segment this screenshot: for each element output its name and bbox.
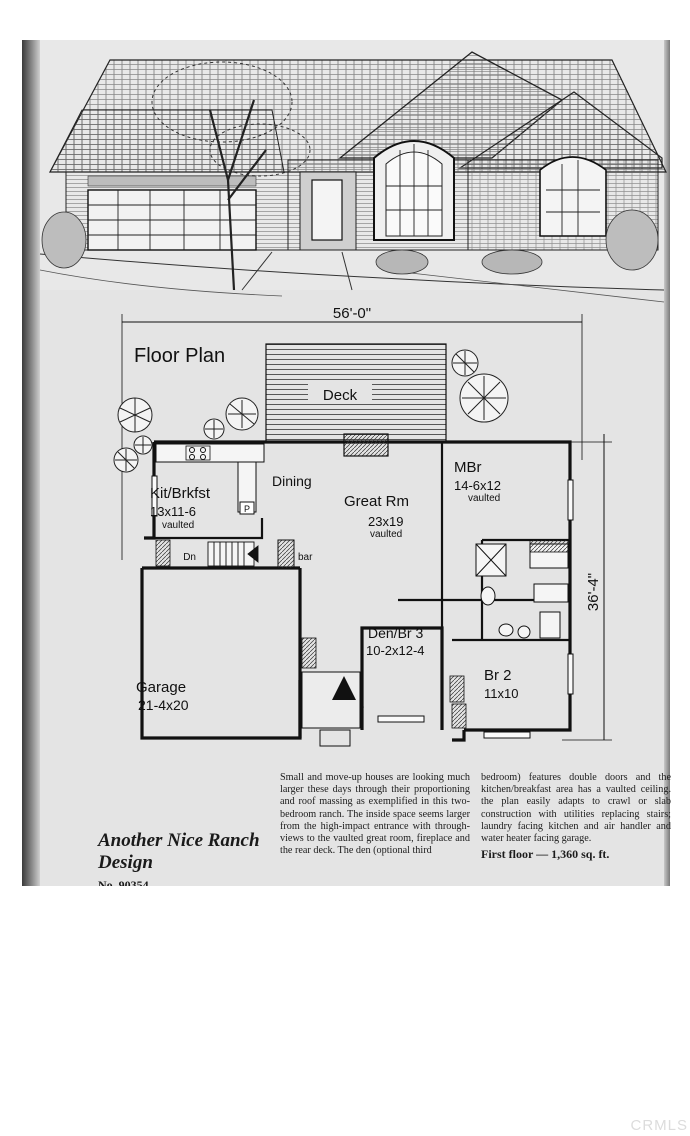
great-room-label: Great Rm (344, 493, 409, 510)
depth-dimension-label: 36'-4" (585, 573, 602, 611)
window-marks (151, 475, 574, 739)
mbr-note: vaulted (468, 493, 500, 504)
great-room-size: 23x19 (368, 514, 403, 529)
plan-tree (113, 349, 509, 473)
plan-number: No. 90354 (98, 878, 149, 886)
great-room-note: vaulted (370, 529, 402, 540)
garage-size: 21-4x20 (138, 697, 189, 713)
front-stoop (319, 729, 351, 747)
bathroom-fixtures (475, 543, 569, 639)
shrub (375, 249, 429, 275)
floor-plan-title: Floor Plan (134, 345, 225, 367)
den-size: 10-2x12-4 (366, 643, 425, 658)
brochure-page-scan: 56'-0" 36'-4" Floor Plan Deck (22, 40, 670, 886)
caption-title-line2: Design (98, 852, 153, 873)
kitchen-note: vaulted (162, 520, 194, 531)
dining-label: Dining (272, 473, 312, 489)
shrub (41, 211, 87, 269)
kitchen-size: 13x11-6 (150, 504, 196, 519)
bar-label: bar (298, 552, 313, 563)
bar-counter (277, 539, 295, 569)
description-column-2-text: bedroom) features double doors and the k… (481, 772, 671, 845)
deck-label: Deck (323, 387, 358, 404)
plan-caption: Another Nice Ranch Design No. 90354 (98, 830, 288, 886)
garage-label: Garage (136, 679, 186, 696)
width-dimension-label: 56'-0" (333, 305, 371, 322)
watermark: CRMLS (630, 1117, 688, 1134)
pantry-label: P (244, 504, 250, 514)
front-tree (151, 61, 311, 291)
stairs-down-label: Dn (183, 552, 196, 563)
caption-title-line1: Another Nice Ranch (98, 830, 260, 851)
kitchen-label: Kit/Brkfst (150, 485, 211, 502)
garage-roof (49, 109, 285, 173)
entry-arrow (332, 676, 356, 700)
house-elevation-sketch (39, 40, 667, 303)
scan-left-edge-shadow (22, 40, 40, 886)
mbr-label: MBr (454, 459, 482, 476)
description-column-1: Small and move-up houses are looking muc… (280, 772, 470, 857)
den-label: Den/Br 3 (368, 625, 423, 641)
first-floor-area: First floor — 1,360 sq. ft. (481, 847, 610, 862)
shrub (605, 209, 659, 271)
arched-window-bedroom (539, 156, 607, 237)
scan-right-edge-shadow (664, 40, 670, 886)
fireplace (343, 433, 389, 457)
br2-size: 11x10 (484, 686, 518, 701)
floor-plan: 56'-0" 36'-4" Floor Plan Deck (113, 305, 612, 747)
description-column-2: bedroom) features double doors and the k… (481, 772, 671, 860)
stairs (207, 541, 259, 567)
shrub (481, 249, 543, 275)
br2-label: Br 2 (484, 667, 512, 684)
front-door (311, 179, 343, 241)
interior-walls (154, 442, 570, 642)
mbr-size: 14-6x12 (454, 478, 501, 493)
house-illustration-and-floor-plan: 56'-0" 36'-4" Floor Plan Deck (39, 40, 667, 747)
